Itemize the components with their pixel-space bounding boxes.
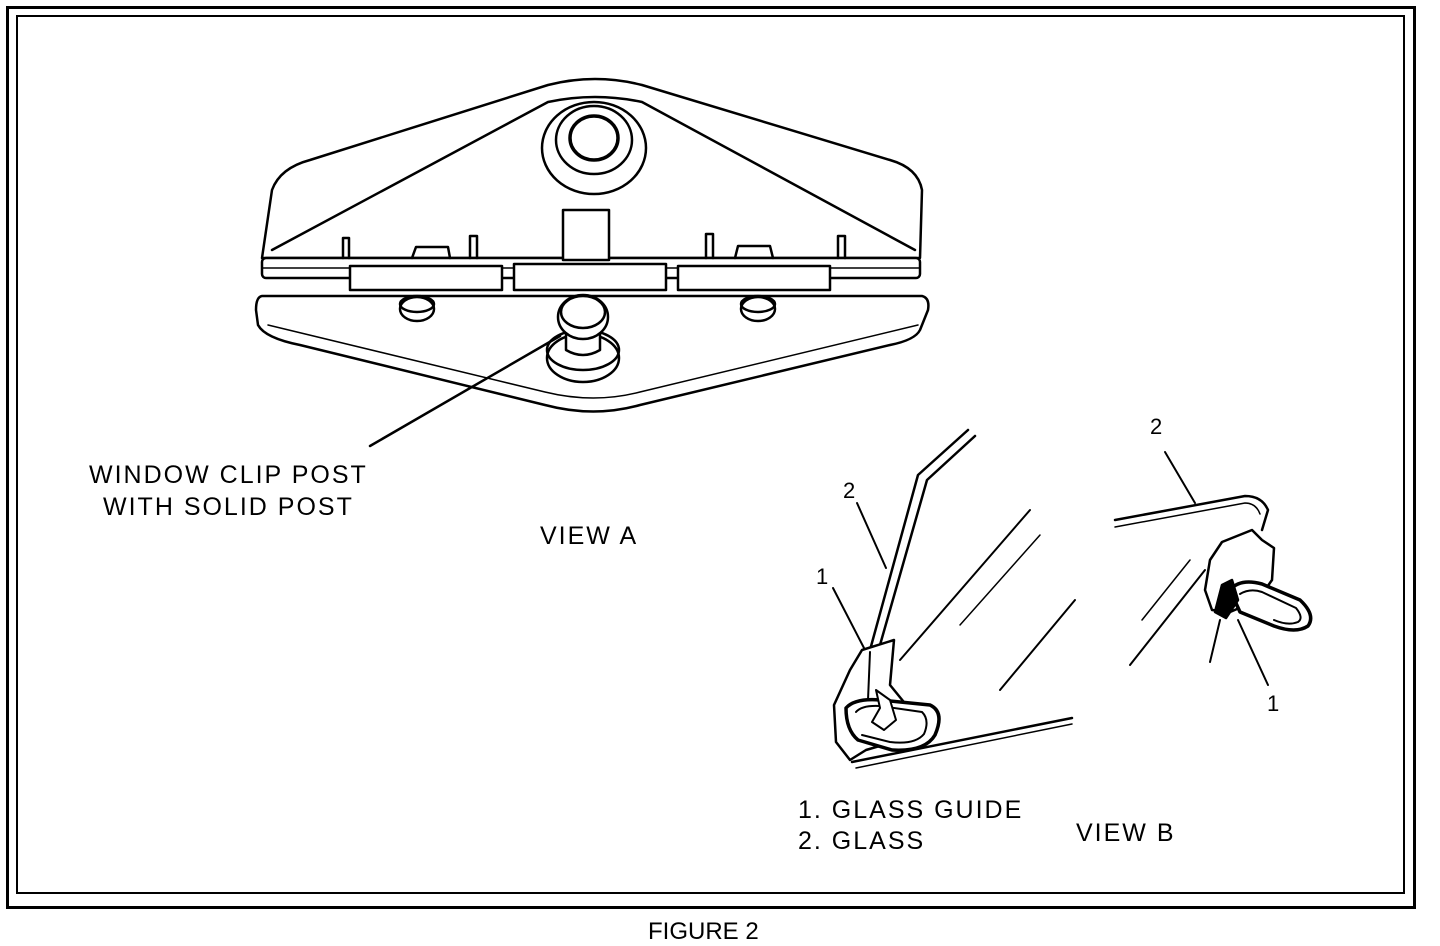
callout-label-line1: WINDOW CLIP POST (89, 461, 368, 489)
view-b-right-callout-1: 1 (1267, 691, 1280, 716)
view-a-title: VIEW A (540, 522, 639, 550)
view-b-left-callout-2: 2 (843, 478, 856, 503)
legend-item-glass: 2. GLASS (798, 827, 926, 855)
view-b-right-callout-2: 2 (1150, 414, 1163, 439)
clip-housing-upper (260, 77, 924, 292)
legend-item-glass-guide: 1. GLASS GUIDE (798, 796, 1024, 824)
figure-caption: FIGURE 2 (648, 918, 759, 945)
view-b-left-callout-1: 1 (816, 564, 829, 589)
callout-label-line2: WITH SOLID POST (103, 493, 354, 521)
window-clip-post-leader (368, 334, 562, 448)
figure-inner-frame (16, 15, 1405, 894)
view-b-right-assembly (1113, 451, 1313, 686)
figure-outer-frame (6, 6, 1416, 909)
view-b-title: VIEW B (1076, 819, 1176, 847)
clip-base-plate (254, 293, 930, 413)
view-b-left-assembly (832, 428, 1076, 769)
